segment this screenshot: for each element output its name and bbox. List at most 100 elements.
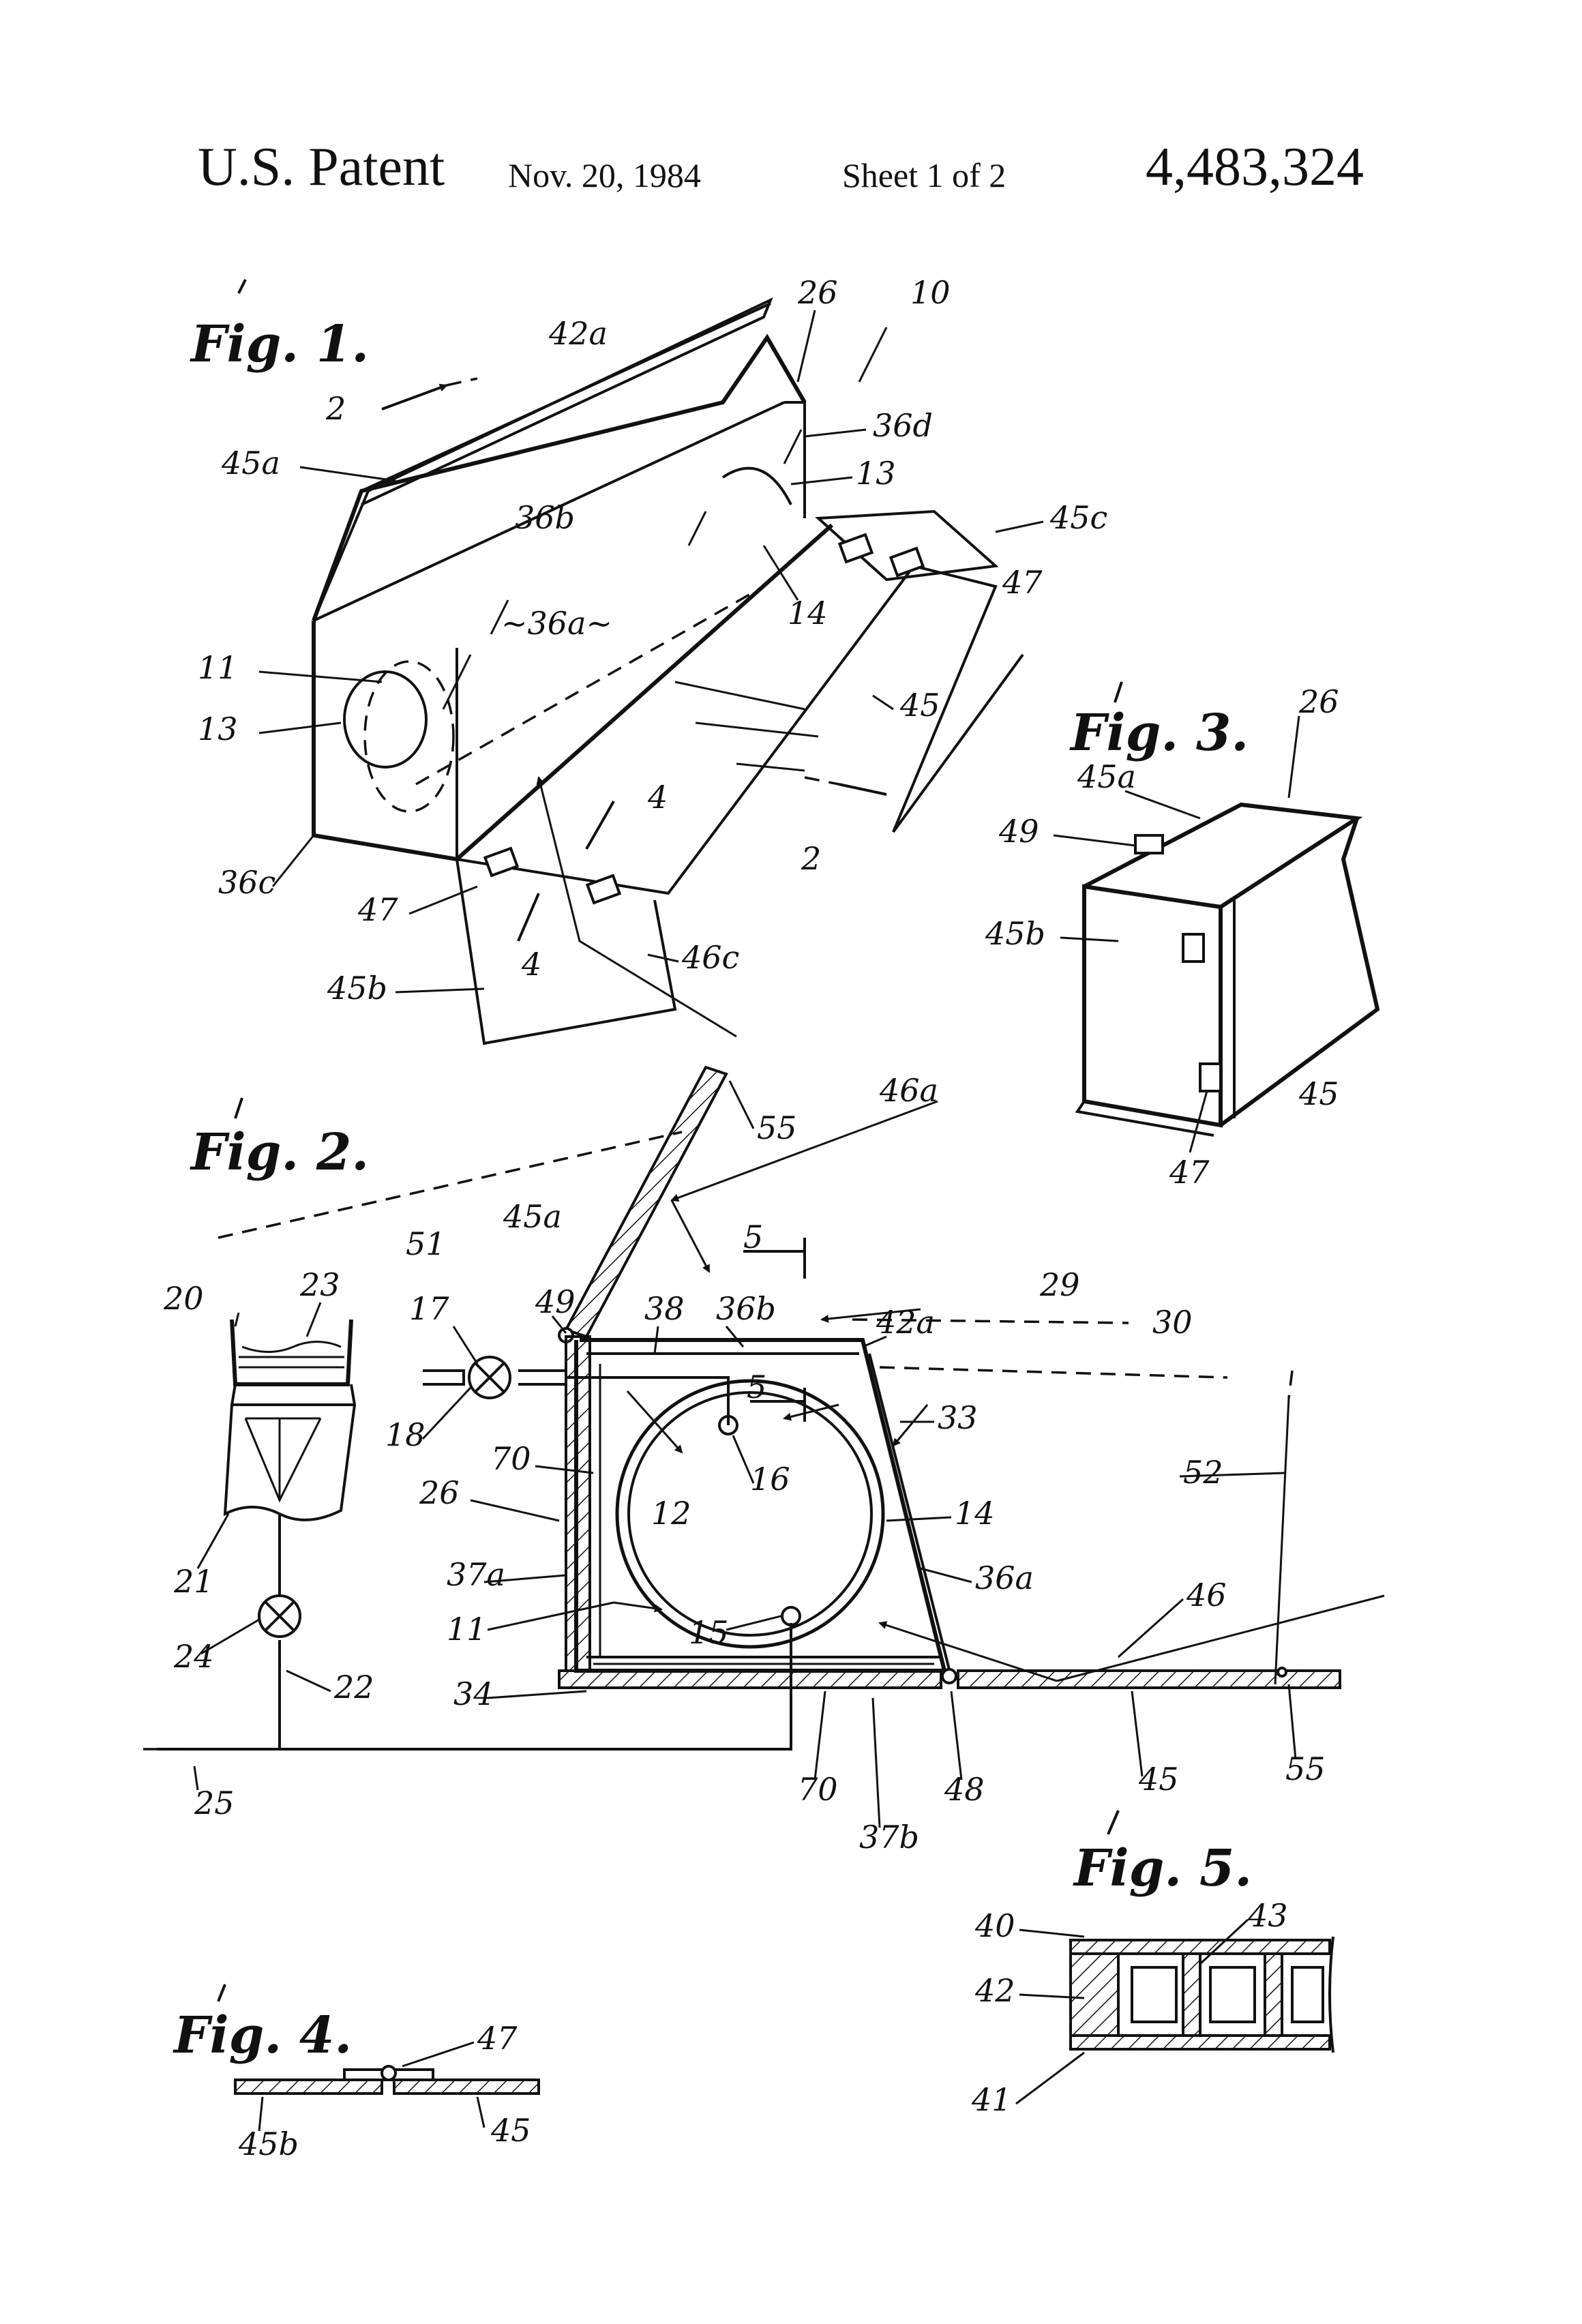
fig3-latch-49	[1135, 835, 1163, 853]
fig3-label-49: 49	[998, 813, 1039, 850]
port-15	[782, 1607, 800, 1625]
fig5-skin-40	[1071, 1940, 1330, 1954]
collector-housing-front	[314, 525, 832, 859]
fig2-label-22: 22	[333, 1669, 374, 1705]
sun-ray-52-dash	[1289, 1371, 1292, 1398]
section-line-4-bottom	[518, 893, 539, 941]
fig1-label-4-bottom: 4	[521, 946, 541, 983]
fig2-label-45a: 45a	[503, 1198, 562, 1235]
fig1-label-46c: 46c	[681, 939, 739, 976]
fig3-label-45: 45	[1298, 1075, 1339, 1112]
fig2-label-15: 15	[689, 1614, 729, 1651]
fig1-label-36b: 36b	[515, 499, 575, 536]
fig2-label-52: 52	[1183, 1454, 1223, 1491]
hinge-47-a	[485, 848, 517, 876]
fig2-label-45: 45	[1138, 1761, 1179, 1798]
tank-20	[232, 1320, 351, 1384]
fig1-label-45b: 45b	[327, 970, 387, 1007]
fig2-label-26: 26	[419, 1474, 460, 1511]
fig1-label-36c: 36c	[218, 864, 275, 901]
fig2-label-16: 16	[750, 1461, 790, 1498]
fig1-label-13-front: 13	[198, 711, 238, 747]
glazing-glints	[443, 430, 801, 709]
arrow-33-side	[893, 1405, 927, 1446]
fig2-label-48: 48	[944, 1771, 985, 1808]
fig4-label-45b: 45b	[238, 2126, 299, 2162]
fig4-label-45: 45	[490, 2112, 531, 2149]
fig1-label-14: 14	[788, 595, 828, 631]
fig1-label-42a: 42a	[548, 315, 608, 352]
fig1-label-45: 45	[899, 687, 940, 724]
fig2-label-17: 17	[409, 1290, 449, 1327]
section-line-4-top	[586, 801, 614, 849]
fig5-title: Fig. 5.	[1073, 1839, 1252, 1898]
water-23	[239, 1342, 344, 1368]
fig2-label-51: 51	[406, 1225, 446, 1262]
fig2-label-46a: 46a	[879, 1072, 938, 1109]
fig2-label-55-top: 55	[757, 1109, 797, 1146]
fig5-cell-43-a	[1132, 1967, 1176, 2022]
stand-21	[225, 1405, 355, 1520]
fig3-hinge-47	[1200, 1064, 1221, 1091]
fig2-label-5-top: 5	[743, 1219, 763, 1255]
sun-ray-52	[1275, 1398, 1289, 1684]
fig2-label-36a: 36a	[975, 1560, 1034, 1596]
section-line-2-bottom	[839, 784, 886, 794]
fig2-label-70-upper: 70	[491, 1440, 531, 1477]
fig2-label-37a: 37a	[447, 1556, 505, 1593]
fig2-label-33: 33	[938, 1399, 978, 1436]
fig4-panel-45b	[235, 2080, 382, 2094]
fig2-title: Fig. 2.	[190, 1123, 369, 1182]
fig3-label-45b: 45b	[985, 915, 1045, 952]
stand-21-bracing	[245, 1418, 320, 1500]
fig1-label-47-top: 47	[1002, 564, 1043, 601]
fig5-title-tick	[1108, 1811, 1118, 1834]
fig1-title-tick	[239, 280, 245, 293]
fig2-title-tick	[235, 1098, 242, 1118]
figure-3: Fig. 3. 26 45a 49 45b 45 47	[985, 682, 1377, 1191]
tank-base	[232, 1384, 355, 1405]
fig2-label-34: 34	[453, 1675, 494, 1712]
wall-37b	[559, 1671, 941, 1688]
section-arrow-2-top	[382, 385, 447, 409]
figure-5: Fig. 5. 40 43 42 41	[971, 1811, 1333, 2118]
fig1-label-36a: ~36a~	[501, 605, 612, 642]
fig2-label-36b: 36b	[716, 1290, 776, 1327]
hinge-47-c	[839, 535, 871, 562]
fig3-label-26: 26	[1298, 683, 1339, 720]
fig2-label-30: 30	[1152, 1304, 1193, 1341]
figure-1: Fig. 1.	[190, 274, 1107, 1043]
fig4-hinge-pin-47	[382, 2066, 395, 2080]
fig5-cell-43-b	[1210, 1967, 1255, 2022]
fig2-label-5-bottom: 5	[747, 1369, 766, 1405]
reflector-45-shading	[675, 682, 818, 771]
fig2-label-21: 21	[173, 1563, 214, 1600]
fig1-label-2-bottom: 2	[801, 840, 821, 877]
fig2-label-29: 29	[1039, 1266, 1080, 1303]
figure-4: Fig. 4. 47 45b 45	[173, 1984, 539, 2162]
fig2-label-12: 12	[651, 1495, 691, 1532]
fig5-label-43: 43	[1247, 1897, 1288, 1934]
tube-end-front	[344, 672, 426, 767]
fig1-label-10: 10	[910, 274, 951, 311]
tube-end-back	[723, 468, 791, 505]
fig2-label-46: 46	[1186, 1577, 1227, 1613]
fig2-label-49: 49	[535, 1283, 576, 1320]
fig4-title-tick	[218, 1984, 225, 2001]
fig4-panel-45	[394, 2080, 539, 2094]
fig1-label-13-back: 13	[856, 455, 896, 492]
reflector-45a	[314, 300, 771, 621]
fig4-title: Fig. 4.	[173, 2006, 352, 2065]
section-line-2-top	[447, 378, 477, 385]
fig2-label-38: 38	[644, 1290, 685, 1327]
fig2-label-20: 20	[163, 1280, 204, 1317]
sun-ray-46a-reflected	[672, 1200, 709, 1272]
fig1-label-11: 11	[198, 649, 238, 686]
tube-hidden	[365, 661, 453, 811]
fig2-label-14: 14	[955, 1495, 995, 1532]
fig2-label-37b: 37b	[859, 1819, 919, 1856]
fig1-label-47-bottom: 47	[357, 891, 398, 928]
fig5-cell-43-c	[1292, 1967, 1323, 2022]
fig3-title: Fig. 3.	[1069, 704, 1249, 762]
fig2-label-25: 25	[194, 1785, 235, 1821]
